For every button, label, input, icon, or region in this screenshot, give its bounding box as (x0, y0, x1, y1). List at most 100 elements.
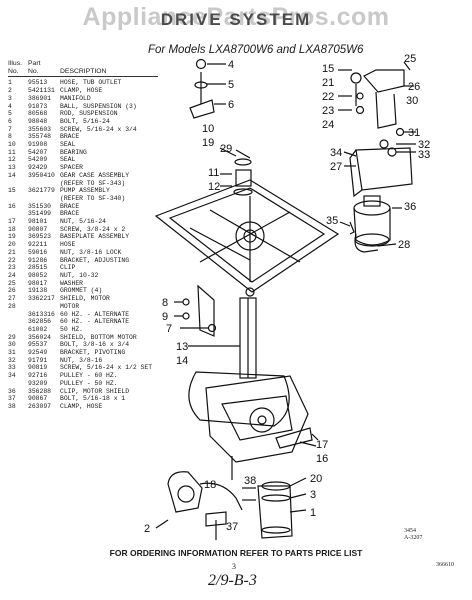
part-description: (REFER TO SF-340) (60, 194, 126, 202)
part-number: 351499 (28, 210, 52, 218)
part-description: BRACKET, ADJUSTING (60, 256, 130, 264)
illus-number: 15 (8, 187, 16, 195)
motor-shield-clip (349, 221, 355, 235)
callout-17: 17 (316, 439, 328, 451)
part-number: 355603 (28, 125, 52, 133)
part-description: GEAR CASE ASSEMBLY (60, 171, 130, 179)
header-description: DESCRIPTION (60, 67, 107, 75)
bolt (395, 127, 405, 137)
callout-2: 2 (144, 523, 150, 535)
part-description: SHIELD, MOTOR (60, 295, 110, 303)
bearing-seal (233, 188, 253, 196)
part-description: (REFER TO SF-343) (60, 179, 126, 187)
part-description: SEAL (60, 141, 76, 149)
page-title: DRIVE SYSTEM (160, 10, 312, 29)
brace-lower (275, 427, 313, 449)
pulley (249, 407, 275, 433)
part-description: PULLEY - 50 HZ. (60, 379, 118, 387)
models-subtitle: For Models LXA8700W6 and LXA8705W6 (148, 44, 364, 56)
part-number: 28515 (28, 264, 48, 272)
illus-number: 38 (8, 402, 16, 410)
part-number: 92716 (28, 372, 48, 380)
ordering-footer: FOR ORDERING INFORMATION REFER TO PARTS … (109, 548, 363, 558)
part-description: SCREW, 5/16-24 x 1/2 SET (60, 364, 153, 372)
drawing-number: 3454 A-3207 (404, 528, 422, 542)
pivoting-bracket (363, 69, 405, 93)
part-number: 61002 (28, 325, 48, 333)
part-number: 98017 (28, 279, 48, 287)
callout-23: 23 (322, 105, 334, 117)
part-number: 93209 (28, 379, 48, 387)
part-number: 54207 (28, 148, 48, 156)
watermark: AppliancePartsPros.com (82, 3, 390, 31)
callout-12: 12 (208, 181, 220, 193)
part-description: CLIP (60, 264, 76, 272)
part-number: 92429 (28, 164, 48, 172)
part-number: 91286 (28, 256, 48, 264)
part-description: BOLT, 5/16-18 x 1 (60, 395, 126, 403)
callout-3: 3 (310, 489, 316, 501)
suspension-ball (195, 58, 207, 70)
seal (234, 158, 252, 166)
part-number: 90807 (28, 225, 48, 233)
callout-37: 37 (226, 521, 238, 533)
part-number: 98101 (28, 218, 48, 226)
tub-outlet-hose (257, 485, 293, 539)
callout-38: 38 (244, 475, 256, 487)
part-description: 60 HZ. - ALTERNATE (60, 310, 130, 318)
part-description: CLAMP, HOSE (60, 87, 103, 95)
callout-13: 13 (176, 341, 188, 353)
illus-number: 14 (8, 171, 16, 179)
page-number: 3 (232, 562, 236, 571)
illus-number: 5 (8, 110, 12, 118)
illus-number: 3 (8, 94, 12, 102)
callout-6: 6 (228, 99, 234, 111)
callout-20: 20 (310, 473, 322, 485)
callout-27: 27 (330, 161, 342, 173)
header-no: No. (8, 67, 19, 75)
callout-14: 14 (176, 355, 188, 367)
part-number: 91791 (28, 356, 48, 364)
illus-number: 27 (8, 295, 16, 303)
document-number: 366610 (436, 562, 454, 568)
part-description: NUT, 5/16-24 (60, 218, 107, 226)
part-description: NUT, 3/8-16 LOCK (60, 248, 122, 256)
part-number: 3362217 (28, 295, 55, 303)
part-number: 263097 (28, 402, 52, 410)
drawing-number-2: A-3207 (404, 535, 423, 541)
baseplate-assembly (154, 179, 340, 293)
part-number: 3621779 (28, 187, 55, 195)
part-description: 50 HZ. (60, 325, 84, 333)
part-number: 19138 (28, 287, 48, 295)
callout-5: 5 (228, 79, 234, 91)
callout-8: 8 (162, 297, 168, 309)
part-number: 92211 (28, 241, 48, 249)
motor-nut (350, 72, 362, 84)
table-row: 27 3362217 SHIELD, MOTOR (8, 295, 208, 303)
part-description: SPACER (60, 164, 84, 172)
illus-number: 36 (8, 387, 16, 395)
illus-number: 33 (8, 364, 16, 372)
illus-number: 2 (8, 87, 12, 95)
